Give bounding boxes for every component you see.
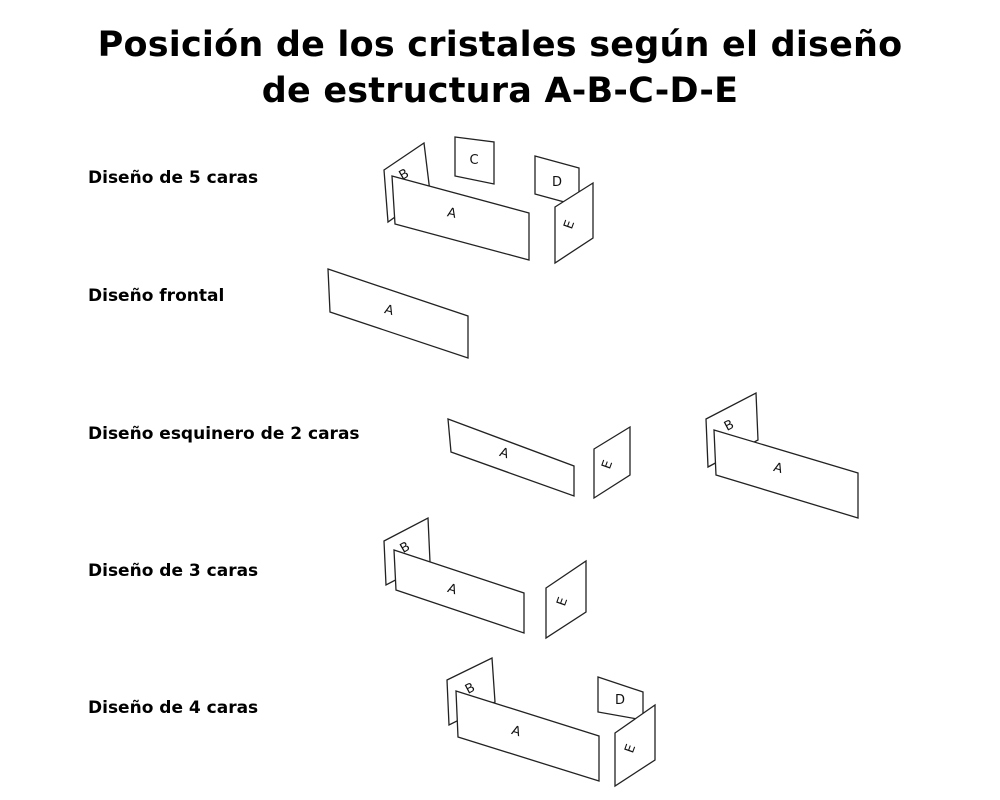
title-line-1: Posición de los cristales según el diseñ…: [97, 25, 903, 65]
diagram-title: Posición de los cristales según el diseñ…: [0, 22, 1000, 114]
panel-d-letter: D: [552, 175, 562, 190]
panel-a: A: [713, 429, 859, 519]
diagram-5-faces: B C D A E: [383, 136, 594, 265]
panel-e: E: [593, 425, 631, 500]
panel-a-letter: A: [446, 205, 458, 222]
diagram-3-faces: B A E: [383, 516, 587, 640]
label-corner-2-faces: Diseño esquinero de 2 caras: [88, 424, 360, 444]
panel-a: A: [391, 175, 530, 261]
panel-a-letter: A: [772, 460, 785, 477]
diagram-corner-a-e: A E: [447, 418, 631, 500]
panel-a-letter: A: [510, 723, 523, 740]
label-5-faces: Diseño de 5 caras: [88, 168, 259, 188]
diagram-corner-b-a: B A: [705, 391, 859, 519]
panel-e: E: [545, 559, 587, 640]
panel-e: E: [554, 181, 594, 265]
panel-d-letter: D: [615, 693, 625, 708]
panel-e: E: [614, 703, 656, 788]
panel-d: D: [597, 676, 644, 721]
diagram-4-faces: B D A E: [446, 656, 656, 788]
diagram-front: A: [327, 268, 469, 359]
label-front: Diseño frontal: [88, 286, 225, 306]
panel-a: A: [393, 549, 525, 634]
panel-a: A: [327, 268, 469, 359]
panel-c-letter: C: [469, 153, 478, 168]
label-3-faces: Diseño de 3 caras: [88, 561, 259, 581]
title-line-2: de estructura A-B-C-D-E: [261, 71, 739, 111]
label-4-faces: Diseño de 4 caras: [88, 698, 259, 718]
panel-a: A: [447, 418, 575, 497]
panel-a-letter: A: [383, 302, 396, 319]
panel-a: A: [455, 690, 600, 782]
panel-c: C: [454, 136, 495, 185]
